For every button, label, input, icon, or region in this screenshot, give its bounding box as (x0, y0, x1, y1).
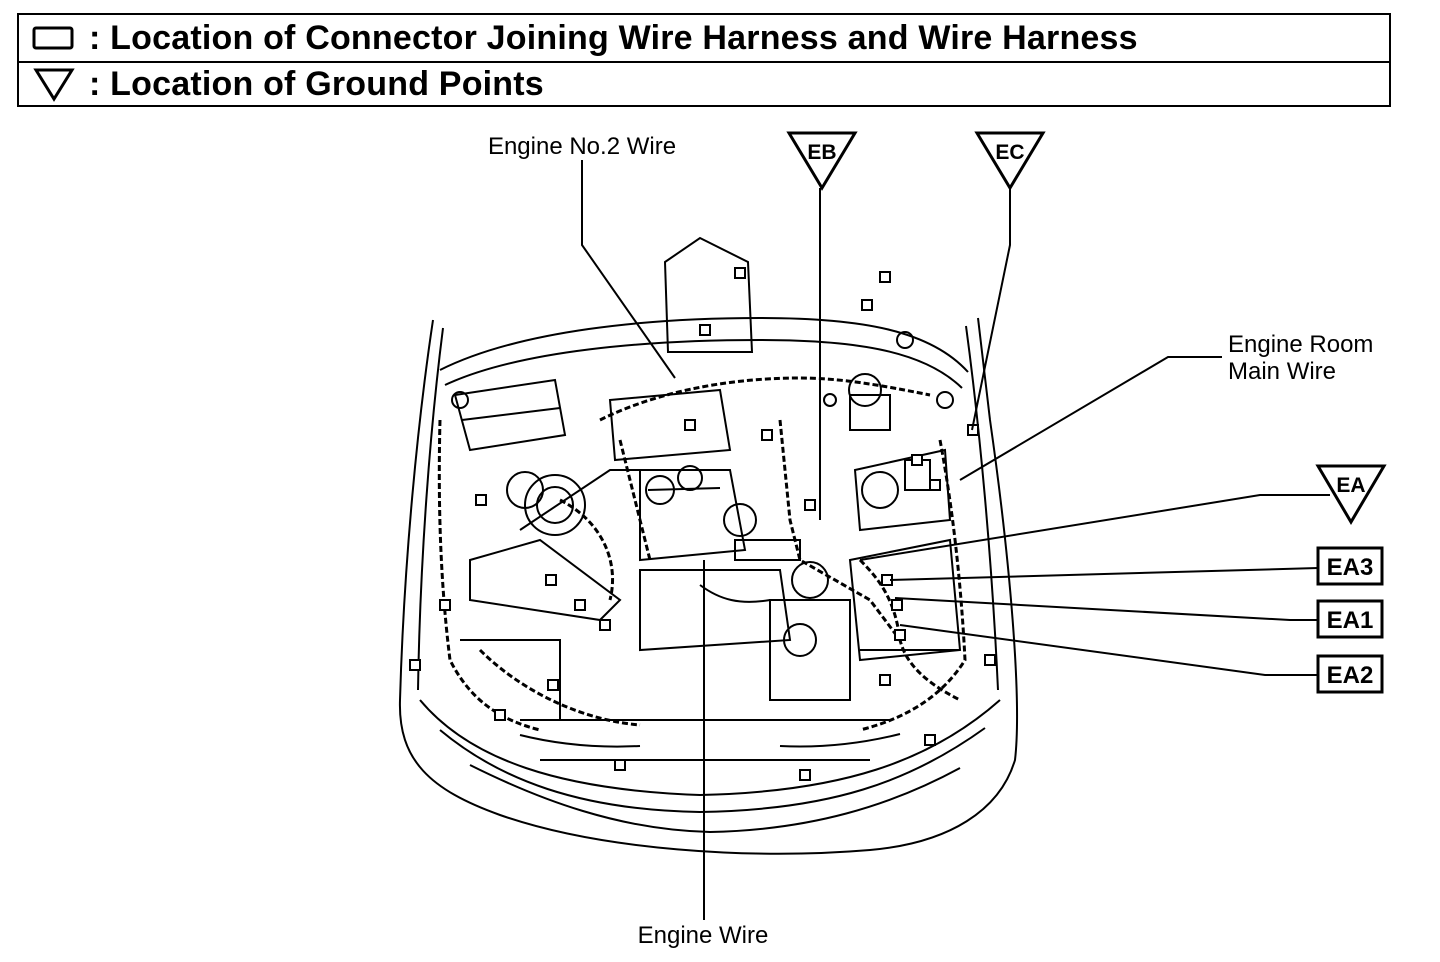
ground-triangle-icon (786, 131, 858, 191)
connector-ea2: EA2 (1316, 654, 1384, 694)
ground-point-eb: EB (786, 131, 858, 191)
connector-symbol-icon (19, 25, 89, 51)
legend-row-connector: : Location of Connector Joining Wire Har… (19, 15, 1389, 63)
label-engine-wire: Engine Wire (638, 922, 769, 949)
connector-box-icon (1316, 654, 1384, 694)
connector-box-icon (1316, 546, 1384, 586)
ground-label-ec: EC (995, 141, 1024, 164)
ground-point-ea: EA (1315, 464, 1387, 525)
connector-ea1: EA1 (1316, 599, 1384, 639)
legend-ground-text: : Location of Ground Points (89, 64, 544, 103)
connector-label-ea2: EA2 (1327, 662, 1374, 689)
ground-triangle-icon (974, 131, 1046, 191)
legend-connector-text: : Location of Connector Joining Wire Har… (89, 18, 1138, 57)
ground-point-ec: EC (974, 131, 1046, 191)
ground-label-eb: EB (807, 141, 836, 164)
ground-label-ea: EA (1336, 474, 1365, 497)
label-engine-room-main-wire-2: Main Wire (1228, 358, 1336, 385)
connector-blobs (409, 267, 996, 781)
connector-label-ea1: EA1 (1327, 607, 1374, 634)
connector-label-ea3: EA3 (1327, 554, 1374, 581)
label-engine-room-main-wire-1: Engine Room (1228, 331, 1373, 358)
connector-ea3: EA3 (1316, 546, 1384, 586)
ground-triangle-icon (1315, 464, 1387, 525)
legend-box: : Location of Connector Joining Wire Har… (17, 13, 1391, 107)
connector-box-icon (1316, 599, 1384, 639)
ground-symbol-icon (19, 66, 89, 102)
label-engine-no2-wire: Engine No.2 Wire (488, 133, 676, 160)
leader-lines (581, 160, 1330, 920)
vehicle-outline (398, 236, 1018, 855)
legend-row-ground: : Location of Ground Points (19, 61, 1389, 107)
